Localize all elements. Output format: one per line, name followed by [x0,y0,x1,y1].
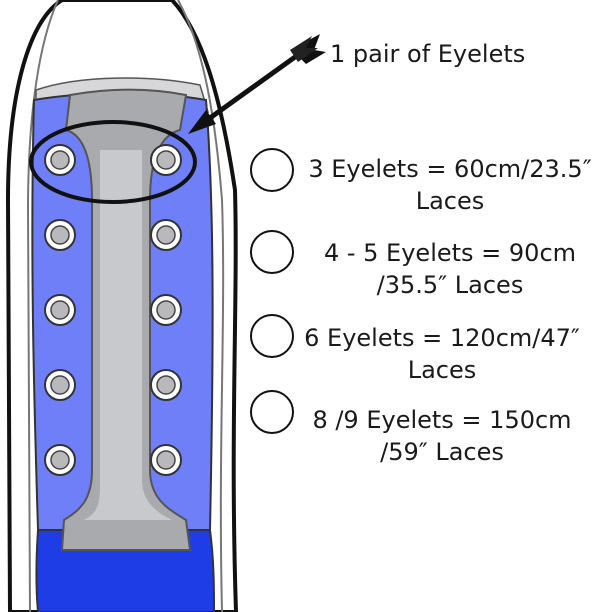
option-label-0: 3 Eyelets = 60cm/23.5″ Laces [300,153,600,217]
eyelet-icon [150,144,182,176]
circle-option-icon [250,230,294,274]
option-line2: /59″ Laces [380,438,504,466]
title-label: 1 pair of Eyelets [330,38,525,70]
eyelet-icon [150,294,182,326]
circle-option-icon [250,314,294,358]
circle-option-icon [250,148,294,192]
shoe-tongue-highlight [84,150,172,520]
option-line2: Laces [415,187,485,215]
eyelet-icon [150,444,182,476]
eyelet-icon [44,369,76,401]
option-label-2: 6 Eyelets = 120cm/47″ Laces [292,322,592,386]
option-line2: Laces [407,356,477,384]
option-line1: 4 - 5 Eyelets = 90cm [323,239,577,267]
arrow-icon [188,34,326,134]
shoe-inner-sole [26,0,225,612]
circle-option-icon [250,390,294,434]
option-line1: 8 /9 Eyelets = 150cm [312,406,572,434]
eyelet-icon [44,219,76,251]
eyelet-pair-highlight [29,120,197,204]
eyelet-icon [150,369,182,401]
eyelet-icon [44,144,76,176]
eyelet-icon [44,294,76,326]
option-line1: 6 Eyelets = 120cm/47″ [304,324,580,352]
title-text: 1 pair of Eyelets [330,40,526,68]
eyelet-icon [44,444,76,476]
option-label-3: 8 /9 Eyelets = 150cm /59″ Laces [292,404,592,468]
option-label-1: 4 - 5 Eyelets = 90cm /35.5″ Laces [300,237,600,301]
eyelet-icon [150,219,182,251]
option-line2: /35.5″ Laces [376,271,524,299]
option-line1: 3 Eyelets = 60cm/23.5″ [308,155,592,183]
